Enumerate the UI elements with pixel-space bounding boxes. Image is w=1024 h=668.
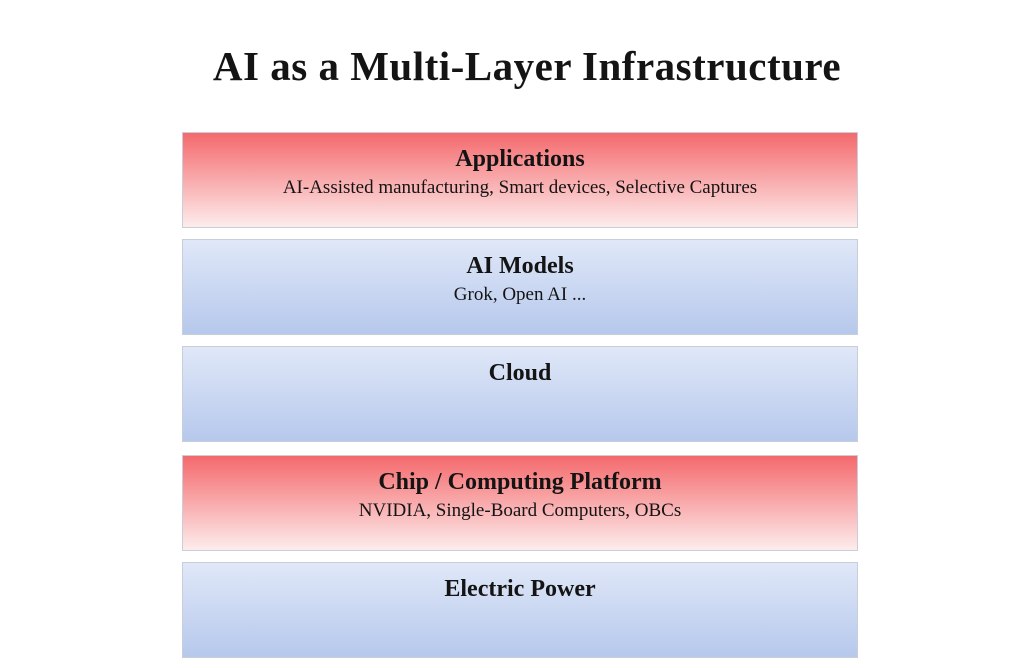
layer-chip-computing-platform: Chip / Computing Platform NVIDIA, Single…: [182, 455, 858, 551]
layer-chip-computing-platform-subtitle: NVIDIA, Single-Board Computers, OBCs: [358, 500, 682, 521]
page-title: AI as a Multi-Layer Infrastructure: [212, 43, 842, 89]
layer-cloud: Cloud: [182, 346, 858, 442]
layer-ai-models-subtitle: Grok, Open AI ...: [453, 284, 587, 305]
layer-chip-computing-platform-title: Chip / Computing Platform: [378, 469, 662, 495]
layer-cloud-title: Cloud: [488, 360, 552, 386]
layer-applications-subtitle: AI-Assisted manufacturing, Smart devices…: [282, 177, 758, 198]
layer-electric-power-title: Electric Power: [444, 576, 596, 602]
layer-ai-models: AI Models Grok, Open AI ...: [182, 239, 858, 335]
layer-applications: Applications AI-Assisted manufacturing, …: [182, 132, 858, 228]
layer-stack: Applications AI-Assisted manufacturing, …: [182, 0, 858, 668]
layer-ai-models-title: AI Models: [466, 253, 574, 279]
layer-electric-power: Electric Power: [182, 562, 858, 658]
layer-applications-title: Applications: [455, 146, 585, 172]
